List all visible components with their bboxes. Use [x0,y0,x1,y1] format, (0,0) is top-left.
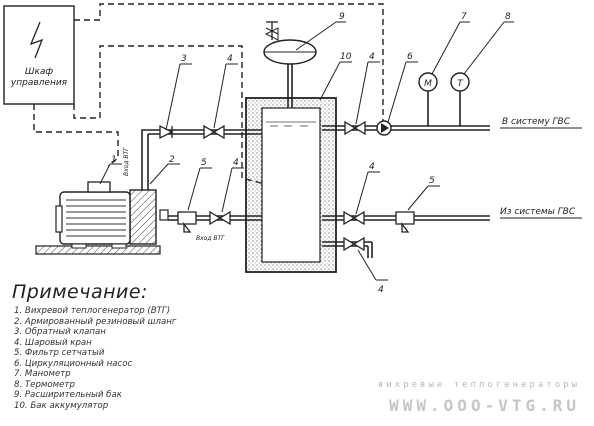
callout-8: 8 [505,12,511,22]
notes-list: 1. Вихревой теплогенератор (ВТГ) 2. Арми… [14,306,176,411]
control-wiring [33,3,384,187]
valve-bottom-left [209,210,231,226]
control-cabinet: Шкаф управления [3,5,75,105]
thermometer-label: Т [457,79,464,89]
vtg-inlet-label-bottom: Вход ВТГ [196,235,225,242]
callout-5-right: 5 [429,176,435,186]
note-item: 8. Термометр [14,379,75,390]
manometer-label: М [424,79,432,89]
note-item: 4. Шаровый кран [14,337,92,348]
callout-3: 3 [181,54,187,64]
callout-4-bottom-right: 4 [369,162,375,172]
notes-title: Примечание: [12,281,148,303]
ball-valves [203,120,366,252]
callout-leaders [99,21,514,281]
callout-9: 9 [339,12,345,22]
valve-drain [343,236,365,252]
watermark-url[interactable]: WWW.OOO-VTG.RU [389,396,580,415]
vtg-inlet-label-top: Вход ВТГ [123,147,130,176]
to-dhw-label: В систему ГВС [502,117,571,127]
callout-5-left: 5 [201,158,207,168]
callout-2: 2 [169,155,175,165]
note-item: 7. Манометр [14,369,71,379]
accumulator-tank [245,97,337,273]
note-item: 5. Фильтр сетчатый [14,348,105,358]
callout-4-drain: 4 [378,285,384,295]
cabinet-label-line1: Шкаф [25,67,54,77]
expansion-tank [263,21,317,65]
gauges: М Т [418,72,470,92]
valve-top-left [203,124,225,140]
callout-6: 6 [407,52,413,62]
note-item: 10. Бак аккумулятор [14,400,109,411]
note-item: 1. Вихревой теплогенератор (ВТГ) [14,306,171,316]
callout-1: 1 [111,155,117,165]
callout-4-top-right: 4 [369,52,375,62]
valve-top-right [344,120,366,136]
note-item: 2. Армированный резиновый шланг [14,316,177,327]
manometer-icon [418,72,438,92]
callout-4-top-left: 4 [227,54,233,64]
callout-7: 7 [461,12,467,22]
mesh-filters [177,211,415,233]
from-dhw-label: Из системы ГВС [500,207,576,217]
callout-numbers: 1 2 3 4 5 4 9 10 4 6 7 8 4 5 4 [111,12,511,295]
lightning-icon [29,21,44,59]
callout-10: 10 [340,52,352,62]
callout-4-bottom-left: 4 [233,158,239,168]
note-item: 9. Расширительный бак [14,390,122,400]
note-item: 3. Обратный клапан [14,327,106,337]
flow-labels: В систему ГВС Из системы ГВС Вход ВТГ Вх… [123,117,582,242]
circulation-pump [376,120,392,136]
thermometer-icon [450,72,470,92]
watermark-tagline: вихревые теплогенераторы [377,380,580,390]
vortex-heat-generator [35,181,169,255]
cabinet-label-line2: управления [10,78,68,88]
valve-bottom-right [343,210,365,226]
note-item: 6. Циркуляционный насос [14,358,133,369]
